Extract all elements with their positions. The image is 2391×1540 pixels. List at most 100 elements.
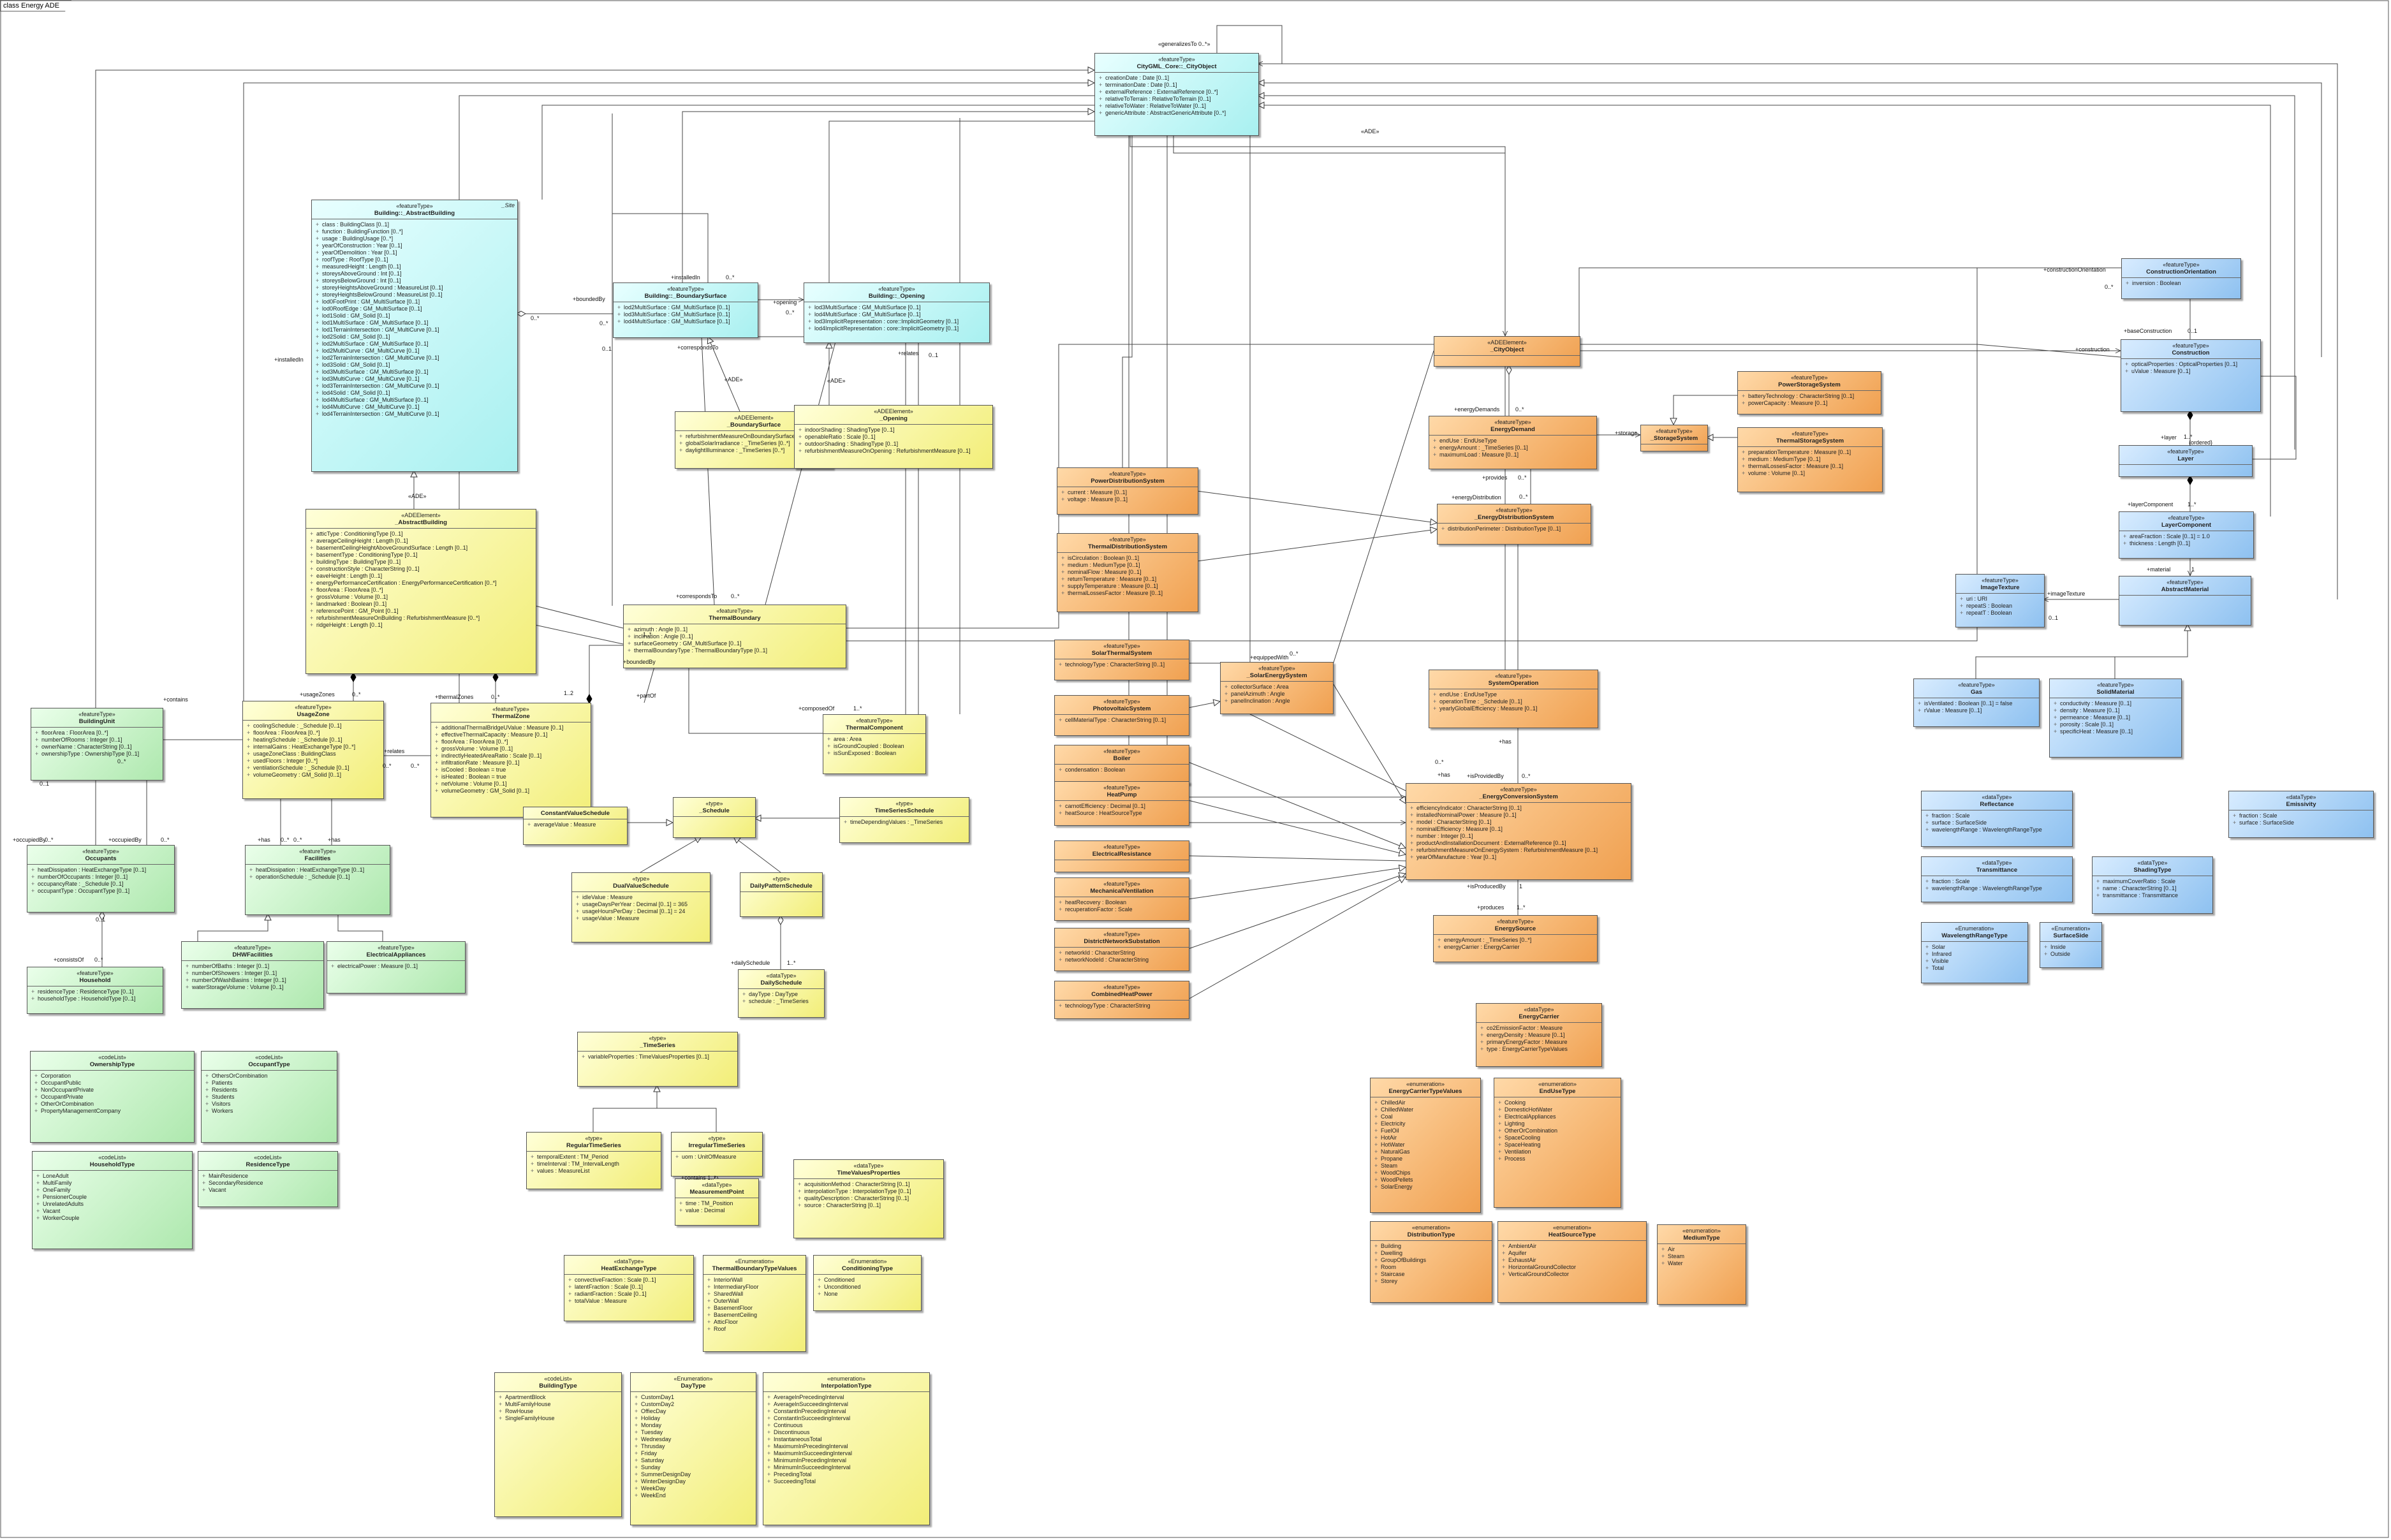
- attribute-text: Visible: [1932, 958, 1949, 964]
- class-constantvalue[interactable]: ConstantValueSchedule+averageValue : Mea…: [523, 807, 628, 845]
- class-opening[interactable]: «featureType»Building::_Opening+lod3Mult…: [804, 282, 990, 343]
- class-distributiontype[interactable]: «enumeration»DistributionType+Building+D…: [1370, 1221, 1492, 1303]
- class-thermalboundarytypevalues[interactable]: «Enumeration»ThermalBoundaryTypeValues+I…: [703, 1255, 806, 1352]
- class-schedule[interactable]: «type»_Schedule: [673, 797, 756, 838]
- class-gas[interactable]: «featureType»Gas+isVentilated : Boolean …: [1913, 678, 2040, 727]
- class-timeseries[interactable]: «type»_TimeSeries+variableProperties : T…: [577, 1032, 738, 1087]
- attribute-text: isGroundCoupled : Boolean: [834, 743, 904, 749]
- class-occupanttype[interactable]: «codeList»OccupantType+OthersOrCombinati…: [201, 1051, 337, 1143]
- class-thermalstoragesystem[interactable]: «featureType»ThermalStorageSystem+prepar…: [1737, 427, 1883, 492]
- class-systemoperation[interactable]: «featureType»SystemOperation+endUse : En…: [1429, 670, 1598, 728]
- class-abstractmaterial[interactable]: «featureType»AbstractMaterial: [2119, 576, 2251, 626]
- visibility-marker: +: [827, 750, 831, 756]
- class-energycarrier[interactable]: «dataType»EnergyCarrier+co2EmissionFacto…: [1476, 1003, 1602, 1067]
- class-abstractbuilding[interactable]: _Site«featureType»Building::_AbstractBui…: [311, 200, 518, 472]
- class-ownershiptype[interactable]: «codeList»OwnershipType+Corporation+Occu…: [30, 1051, 195, 1143]
- attribute-text: Monday: [641, 1422, 662, 1428]
- class-boundarysurface[interactable]: «featureType»Building::_BoundarySurface+…: [613, 282, 758, 338]
- class-cityobject[interactable]: «featureType»CityGML_Core::_CityObject+c…: [1094, 53, 1259, 136]
- class-usagezone[interactable]: «featureType»UsageZone+coolingSchedule :…: [242, 701, 384, 799]
- class-thermalboundary[interactable]: «featureType»ThermalBoundary+azimuth : A…: [623, 605, 846, 668]
- class-surfaceside[interactable]: «Enumeration»SurfaceSide+Inside+Outside: [2040, 922, 2102, 968]
- class-solarenergysystem[interactable]: «featureType»_SolarEnergySystem+collecto…: [1220, 662, 1334, 714]
- attribute-text: isCirculation : Boolean [0..1]: [1068, 555, 1140, 561]
- class-powerdistributionsystem[interactable]: «featureType»PowerDistributionSystem+cur…: [1057, 467, 1198, 515]
- class-powerstoragesystem[interactable]: «featureType»PowerStorageSystem+batteryT…: [1737, 371, 1881, 414]
- class-reflectance[interactable]: «dataType»Reflectance+fraction : Scale+s…: [1921, 791, 2073, 847]
- class-dailyschedule[interactable]: «dataType»DailySchedule+dayType : DayTyp…: [738, 969, 825, 1018]
- class-householdtype[interactable]: «codeList»HouseholdType+LoneAdult+MultiF…: [32, 1151, 193, 1249]
- class-timeseriesschedule[interactable]: «type»TimeSeriesSchedule+timeDependingVa…: [839, 797, 969, 843]
- visibility-marker: +: [1480, 1032, 1484, 1038]
- class-attribute: +usedFloors : Integer [0..*]: [247, 758, 381, 765]
- class-measurementpoint[interactable]: «dataType»MeasurementPoint+time : TM_Pos…: [675, 1178, 759, 1226]
- class-photovoltaicsystem[interactable]: «featureType»PhotovoltaicSystem+cellMate…: [1054, 695, 1189, 736]
- class-energysource[interactable]: «featureType»EnergySource+energyAmount :…: [1433, 915, 1598, 962]
- class-solidmaterial[interactable]: «featureType»SolidMaterial+conductivity …: [2049, 678, 2182, 758]
- visibility-marker: +: [635, 1443, 638, 1449]
- class-dualvalue[interactable]: «type»DualValueSchedule+idleValue : Meas…: [571, 872, 710, 942]
- class-energydistributionsystem[interactable]: «featureType»_EnergyDistributionSystem+d…: [1437, 504, 1591, 545]
- class-electricalresistance[interactable]: «featureType»ElectricalResistance: [1054, 840, 1189, 872]
- class-facilities[interactable]: «featureType»Facilities+heatDissipation …: [245, 845, 390, 915]
- attribute-text: surface : SurfaceSide: [2239, 819, 2295, 826]
- class-transmittance[interactable]: «dataType»Transmittance+fraction : Scale…: [1921, 856, 2073, 902]
- attribute-text: values : MeasureList: [537, 1168, 590, 1174]
- class-thermaldistributionsystem[interactable]: «featureType»ThermalDistributionSystem+i…: [1057, 533, 1198, 612]
- visibility-marker: +: [1059, 810, 1063, 816]
- class-regulartimeseries[interactable]: «type»RegularTimeSeries+temporalExtent :…: [526, 1132, 661, 1189]
- class-layercomponent[interactable]: «featureType»LayerComponent+areaFraction…: [2119, 511, 2254, 559]
- attribute-text: collectorSurface : Area: [1231, 684, 1289, 690]
- class-energyconversionsystem[interactable]: «featureType»_EnergyConversionSystem+eff…: [1406, 783, 1631, 880]
- class-dhwfacilities[interactable]: «featureType»DHWFacilities+numberOfBaths…: [181, 941, 324, 1009]
- visibility-marker: +: [798, 427, 802, 433]
- class-construction[interactable]: «featureType»Construction+opticalPropert…: [2121, 339, 2261, 412]
- class-constructionorientation[interactable]: «featureType»ConstructionOrientation+inv…: [2121, 258, 2241, 299]
- class-attributes: +fraction : Scale+surface : SurfaceSide+…: [1922, 810, 2072, 835]
- class-ade-opening[interactable]: «ADEElement»_Opening+indoorShading : Sha…: [794, 405, 993, 469]
- class-stereotype: «featureType»: [82, 848, 119, 854]
- class-shadingtype[interactable]: «dataType»ShadingType+maximumCoverRatio …: [2092, 856, 2213, 914]
- class-solarthermalsystem[interactable]: «featureType»SolarThermalSystem+technolo…: [1054, 640, 1189, 680]
- attribute-text: interpolationType : InterpolationType [0…: [804, 1188, 911, 1194]
- class-occupants[interactable]: «featureType»Occupants+heatDissipation :…: [27, 845, 175, 913]
- class-thermalcomponent[interactable]: «featureType»ThermalComponent+area : Are…: [823, 714, 926, 774]
- class-buildingunit[interactable]: «featureType»BuildingUnit+floorArea : Fl…: [31, 708, 163, 781]
- class-imagetexture[interactable]: «featureType»ImageTexture+uri : URI+repe…: [1955, 574, 2045, 627]
- class-household[interactable]: «featureType»Household+residenceType : R…: [27, 967, 163, 1014]
- class-storagesystem[interactable]: «featureType»_StorageSystem: [1640, 425, 1708, 451]
- class-attribute: +InteriorWall: [707, 1277, 803, 1284]
- class-dailypattern[interactable]: «type»DailyPatternSchedule: [740, 872, 823, 917]
- class-energydemand[interactable]: «featureType»EnergyDemand+endUse : EndUs…: [1429, 416, 1597, 469]
- class-daytype[interactable]: «Enumeration»DayType+CustomDay1+CustomDa…: [630, 1372, 756, 1525]
- class-attribute: +AmbientAir: [1502, 1243, 1644, 1250]
- class-endusetype[interactable]: «enumeration»EndUseType+Cooking+Domestic…: [1494, 1078, 1621, 1208]
- class-electricalappliances[interactable]: «featureType»ElectricalAppliances+electr…: [327, 941, 466, 994]
- class-ade-cityobject[interactable]: «ADEElement»_CityObject: [1434, 336, 1580, 367]
- class-districtnetworksubstation[interactable]: «featureType»DistrictNetworkSubstation+n…: [1054, 928, 1189, 971]
- class-timevaluesproperties[interactable]: «dataType»TimeValuesProperties+acquisiti…: [793, 1159, 944, 1238]
- class-heatsourcetype[interactable]: «enumeration»HeatSourceType+AmbientAir+A…: [1497, 1221, 1647, 1303]
- class-residencetype[interactable]: «codeList»ResidenceType+MainResidence+Se…: [198, 1151, 338, 1207]
- class-combinedheatpower[interactable]: «featureType»CombinedHeatPower+technolog…: [1054, 981, 1189, 1019]
- class-attributes: [673, 817, 755, 820]
- class-emissivity[interactable]: «dataType»Emissivity+fraction : Scale+su…: [2228, 791, 2374, 838]
- class-thermalzone[interactable]: «featureType»ThermalZone+additionalTherm…: [430, 703, 591, 818]
- class-name: Facilities: [304, 855, 331, 862]
- visibility-marker: +: [2096, 892, 2100, 898]
- class-layer[interactable]: «featureType»Layer: [2119, 445, 2253, 477]
- class-mechanicalventilation[interactable]: «featureType»MechanicalVentilation+heatR…: [1054, 877, 1189, 921]
- class-conditioningtype[interactable]: «Enumeration»ConditioningType+Conditione…: [813, 1255, 922, 1311]
- class-buildingtype[interactable]: «codeList»BuildingType+ApartmentBlock+Mu…: [494, 1372, 622, 1517]
- class-ade-abstractbuilding[interactable]: «ADEElement»_AbstractBuilding+atticType …: [305, 509, 536, 674]
- class-heatexchangetype[interactable]: «dataType»HeatExchangeType+convectiveFra…: [564, 1255, 694, 1321]
- class-attributes: +Building+Dwelling+GroupOfBuildings+Room…: [1371, 1241, 1492, 1286]
- class-wavelengthrangetype[interactable]: «Enumeration»WavelengthRangeType+Solar+I…: [1921, 922, 2028, 983]
- class-interpolationtype[interactable]: «enumeration»InterpolationType+Averageln…: [763, 1372, 930, 1525]
- class-irregulartimeseries[interactable]: «type»IrregularTimeSeries+uom : UnitOfMe…: [671, 1132, 763, 1177]
- visibility-marker: +: [1502, 1257, 1506, 1263]
- class-mediumtype[interactable]: «enumeration»MediumType+Air+Steam+Water: [1657, 1224, 1746, 1305]
- class-energycarriertypevalues[interactable]: «enumeration»EnergyCarrierTypeValues+Chi…: [1370, 1078, 1481, 1213]
- class-boiler[interactable]: «featureType»Boiler+condensation : Boole…: [1054, 745, 1189, 784]
- class-heatpump[interactable]: «featureType»HeatPump+carnotEfficiency :…: [1054, 781, 1189, 826]
